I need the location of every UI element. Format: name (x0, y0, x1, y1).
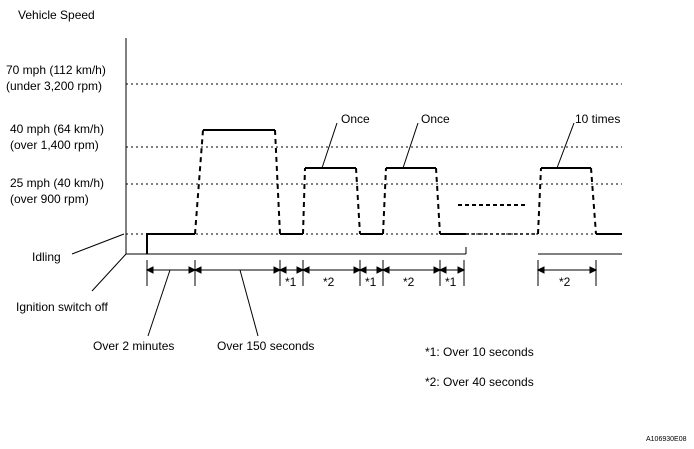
interval-marker-s1: *1 (285, 275, 297, 289)
idling-label: Idling (32, 250, 61, 264)
legend-note-1: *1: Over 10 seconds (425, 345, 534, 359)
decel-from-25mph-1 (355, 167, 361, 235)
leader-over-150-seconds (239, 269, 259, 337)
ignition-to-idle-step (146, 233, 195, 254)
level-25mph-label: 25 mph (40 km/h) (10, 176, 104, 190)
decel-from-40mph (274, 129, 281, 235)
accel-to-25mph-1 (302, 167, 306, 235)
level-40mph-label: 40 mph (64 km/h) (10, 122, 104, 136)
callout-once-2: Once (421, 112, 450, 126)
decel-from-25mph-2 (435, 167, 441, 235)
y-axis-title: Vehicle Speed (18, 8, 95, 22)
speed-profile (146, 129, 622, 254)
decel-from-25mph-10 (590, 167, 597, 235)
accel-to-25mph-2 (382, 167, 387, 235)
interval-marker-s2: *2 (403, 275, 415, 289)
interval-arrows (145, 266, 598, 274)
figure-code: A106930E08 (646, 436, 687, 443)
idling-leader (71, 233, 125, 255)
accel-to-40mph (194, 129, 204, 235)
leader-over-2-minutes (147, 269, 171, 337)
interval-marker-s1: *1 (365, 275, 377, 289)
speed-transitions (194, 129, 597, 235)
interval-over-2-minutes: Over 2 minutes (93, 339, 174, 353)
interval-marker-s2: *2 (559, 275, 571, 289)
accel-to-25mph-10 (537, 167, 542, 235)
ignition-off-leader (91, 253, 127, 292)
level-70mph-rpm: (under 3,200 rpm) (6, 79, 102, 93)
callout-leader-ten-times (556, 122, 575, 169)
callout-leader-once-1 (321, 122, 338, 169)
legend-note-2: *2: Over 40 seconds (425, 375, 534, 389)
interval-ticks (146, 260, 597, 286)
ignition-off-label: Ignition switch off (16, 300, 108, 314)
callout-leader-once-2 (402, 122, 419, 169)
level-70mph-label: 70 mph (112 km/h) (6, 63, 106, 77)
interval-marker-s2: *2 (323, 275, 335, 289)
interval-over-150-seconds: Over 150 seconds (217, 339, 314, 353)
callout-ten-times: 10 times (575, 112, 620, 126)
interval-marker-s1: *1 (445, 275, 457, 289)
callout-once-1: Once (341, 112, 370, 126)
level-40mph-rpm: (over 1,400 rpm) (10, 138, 99, 152)
level-25mph-rpm: (over 900 rpm) (10, 192, 89, 206)
